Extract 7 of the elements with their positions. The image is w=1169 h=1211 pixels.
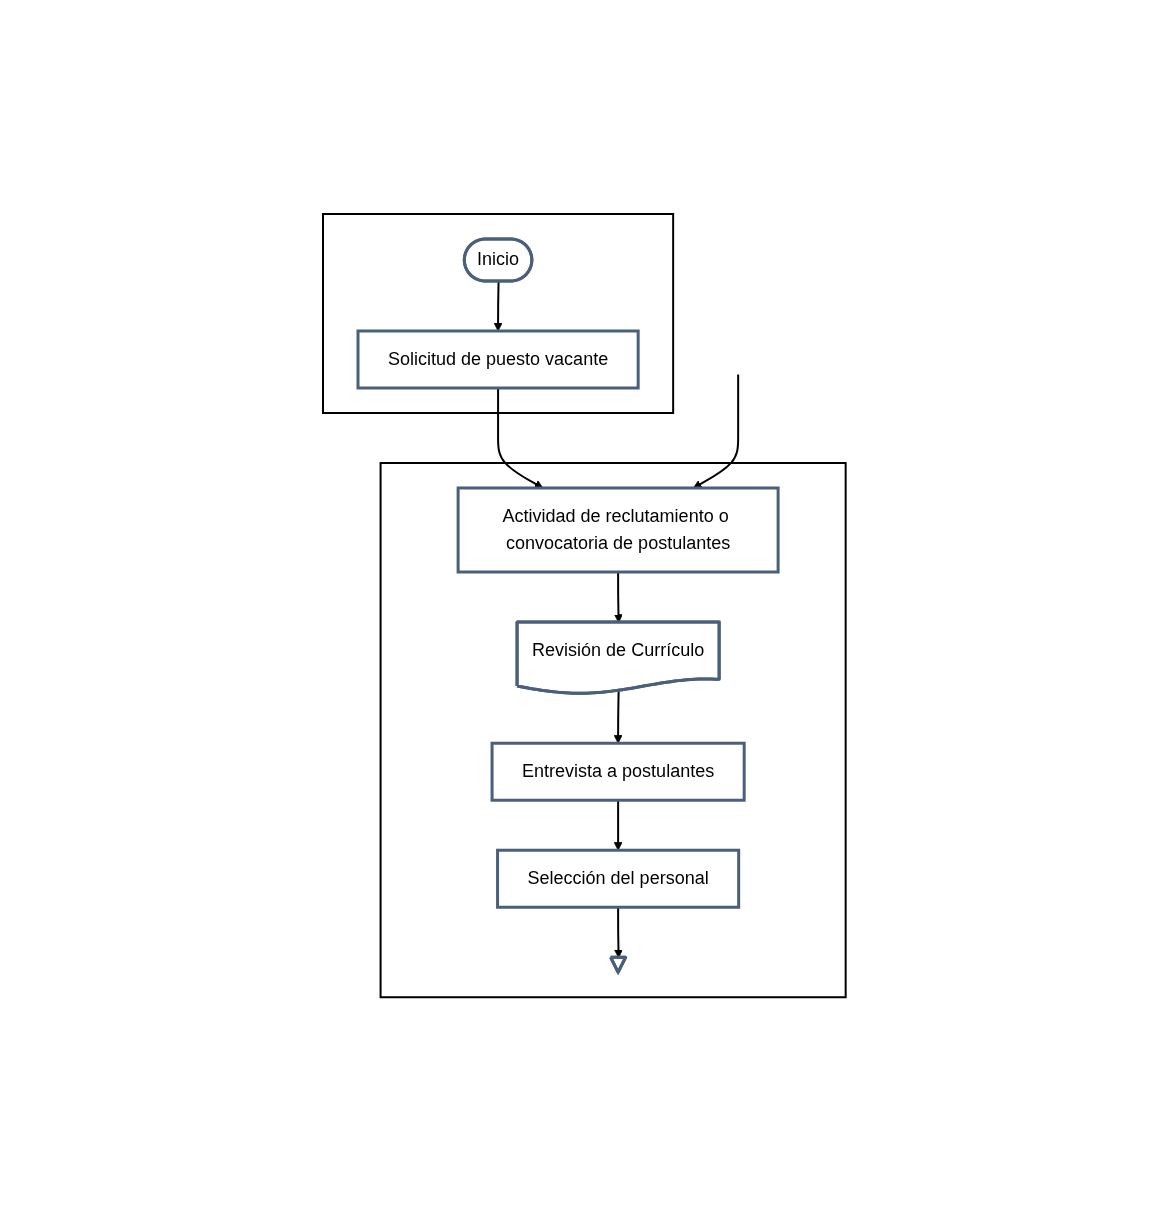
- node-box: Actividad de reclutamiento o convocatoria de postulantes: [456, 486, 780, 574]
- node-box: Entrevista a postulantes: [490, 741, 746, 802]
- arrow: [613, 689, 623, 744]
- cluster: [322, 212, 675, 414]
- node-box: Solicitud de puesto vacante: [356, 329, 640, 390]
- cluster: [379, 461, 847, 999]
- node-box: Selección del personal: [496, 848, 741, 909]
